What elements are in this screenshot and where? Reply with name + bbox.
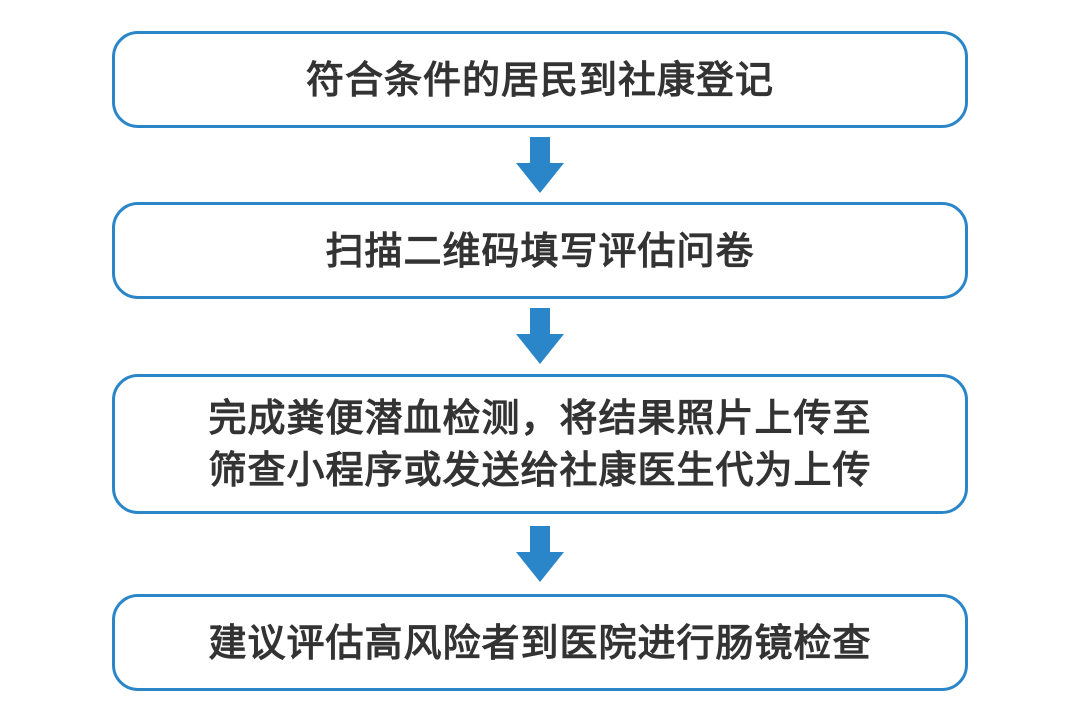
flow-step-register: 符合条件的居民到社康登记	[112, 31, 968, 128]
arrow-down-icon	[516, 526, 564, 582]
arrow-down-icon	[516, 308, 564, 364]
arrow-down-icon	[516, 137, 564, 193]
flow-step-label: 完成粪便潜血检测，将结果照片上传至 筛查小程序或发送给社康医生代为上传	[208, 396, 872, 492]
flow-step-fecal-test: 完成粪便潜血检测，将结果照片上传至 筛查小程序或发送给社康医生代为上传	[112, 374, 968, 514]
flow-step-label: 建议评估高风险者到医院进行肠镜检查	[208, 620, 872, 665]
flow-step-questionnaire: 扫描二维码填写评估问卷	[112, 202, 968, 299]
flow-step-label: 符合条件的居民到社康登记	[305, 57, 774, 102]
flow-step-colonoscopy: 建议评估高风险者到医院进行肠镜检查	[112, 594, 968, 691]
flow-step-label: 扫描二维码填写评估问卷	[325, 228, 755, 273]
